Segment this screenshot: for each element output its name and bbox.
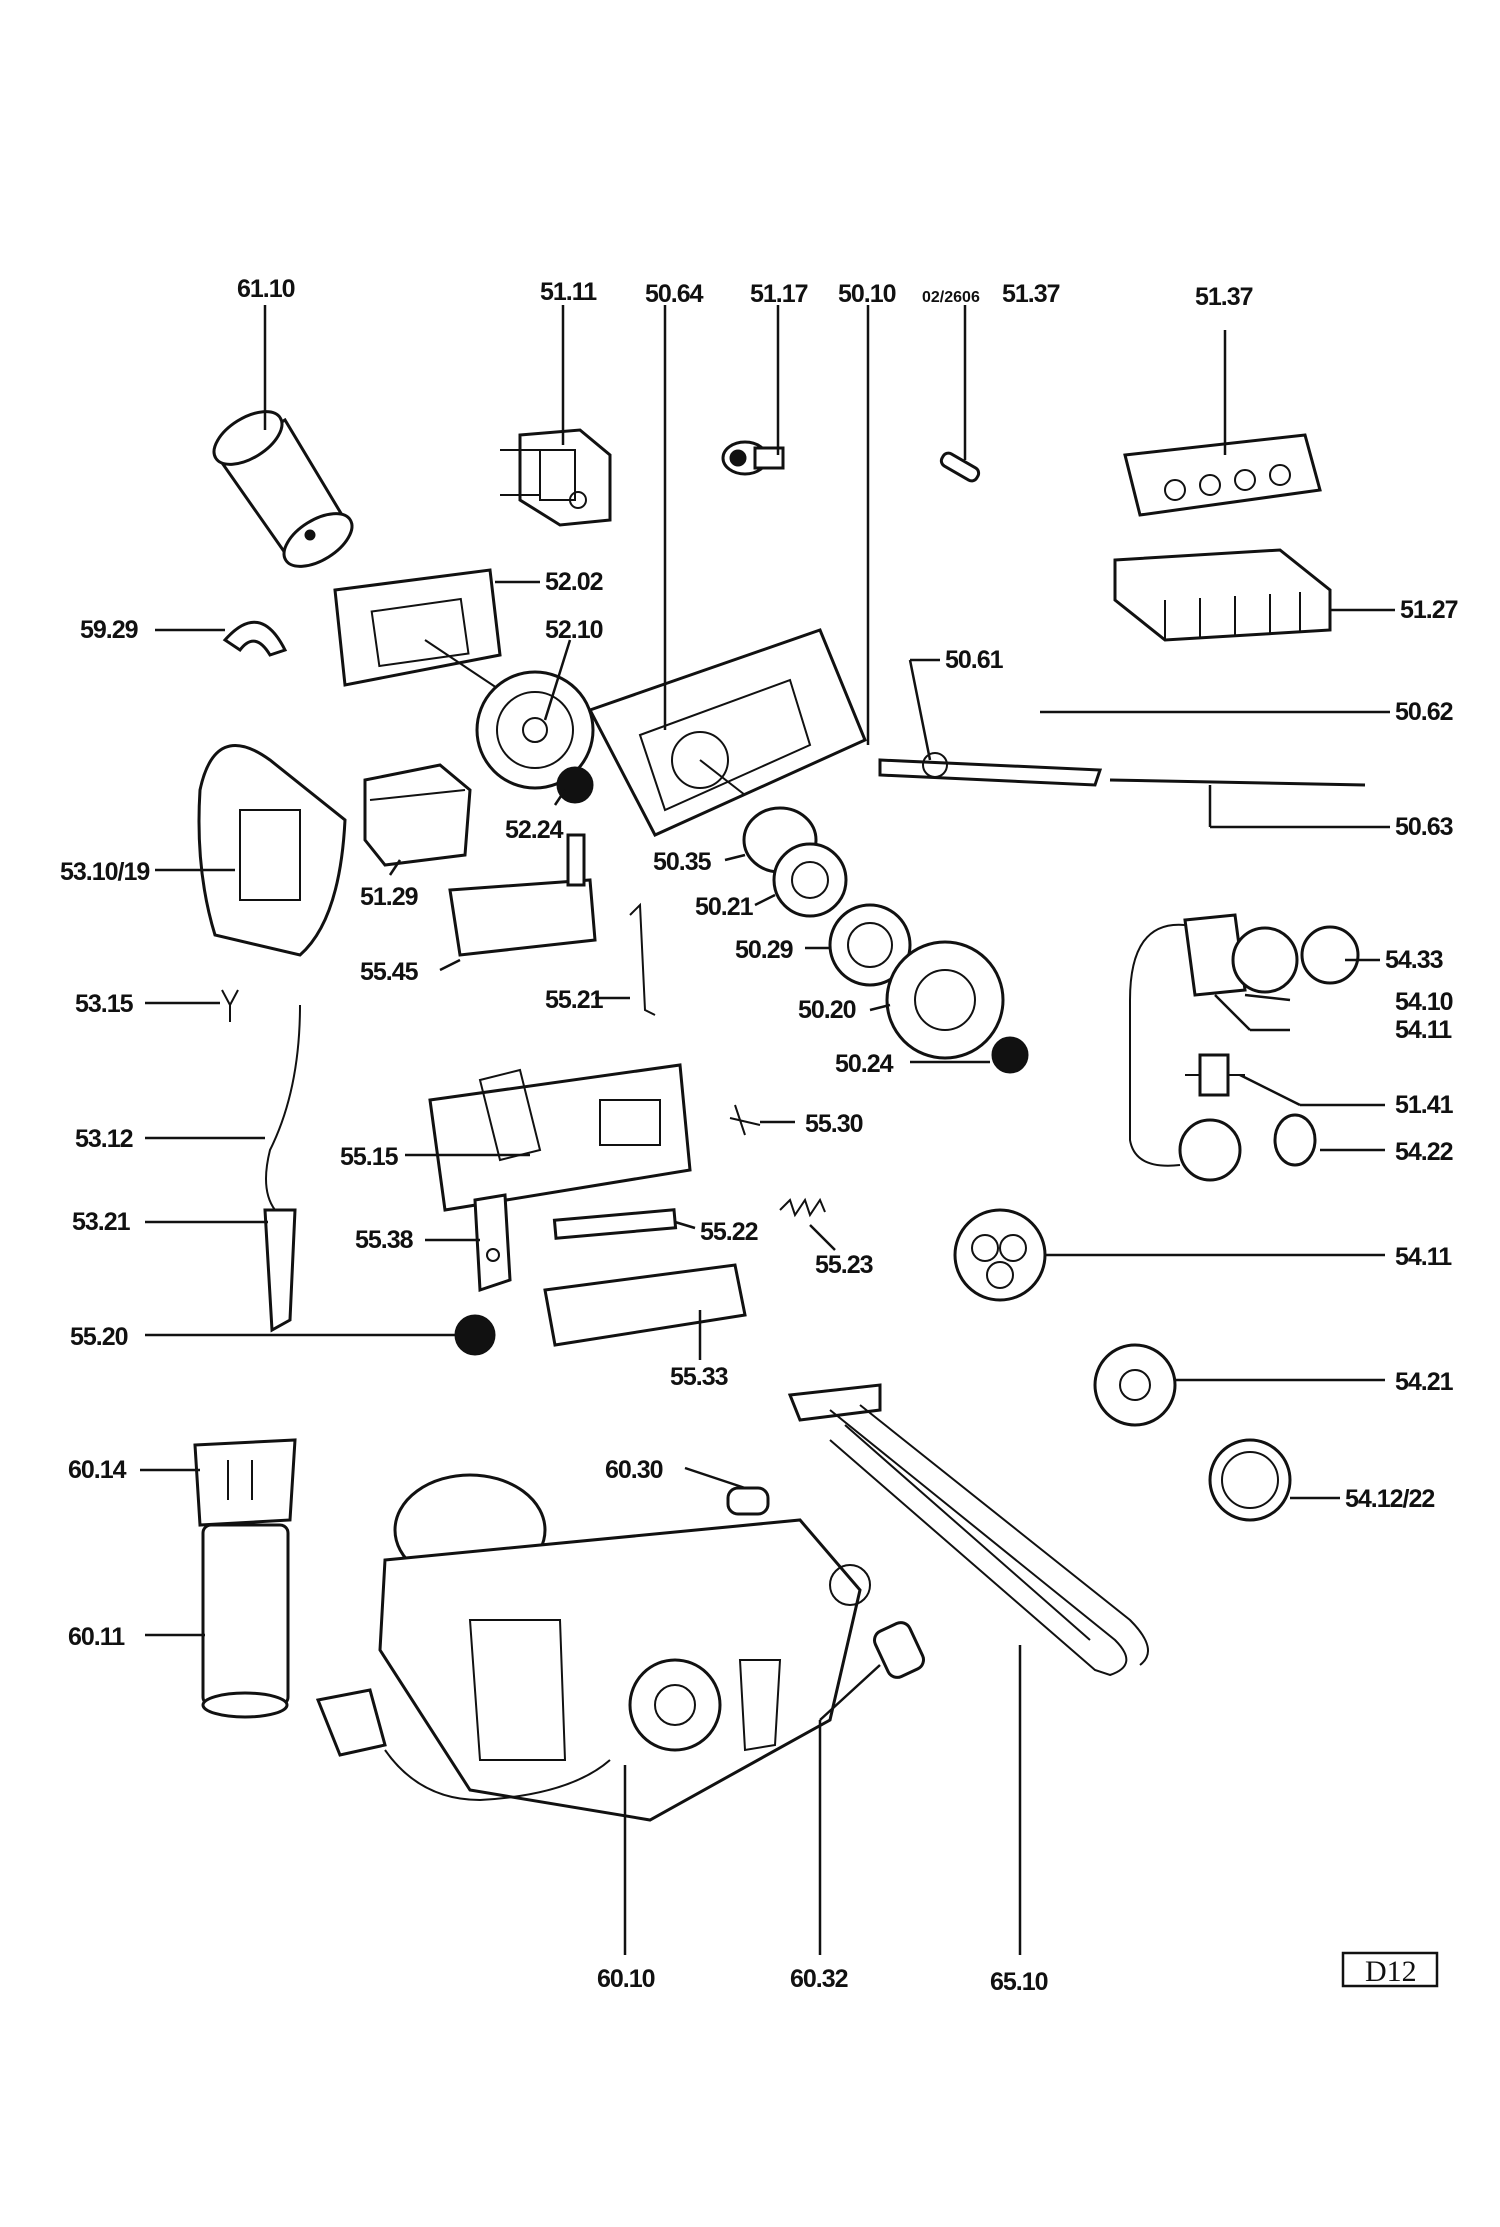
part-50-21-gear — [772, 842, 848, 918]
label-51-37-strip: 51.37 — [1195, 283, 1253, 311]
part-55-38-plate — [473, 1193, 512, 1293]
label-60-30: 60.30 — [605, 1456, 663, 1484]
part-60-32-bushing — [873, 1621, 925, 1679]
label-02-2606: 02/2606 — [922, 289, 980, 306]
part-54-22-ring — [1178, 1113, 1317, 1182]
label-53-15: 53.15 — [75, 990, 134, 1018]
label-53-21: 53.21 — [72, 1208, 131, 1236]
part-52-02-timer-plate — [333, 568, 502, 691]
part-55-45-microswitch — [448, 833, 597, 957]
part-51-27-terminal-block — [1113, 548, 1332, 642]
label-60-14: 60.14 — [68, 1456, 127, 1484]
label-60-32: 60.32 — [790, 1965, 848, 1993]
part-51-29-relay — [363, 763, 472, 867]
part-53-12-hose — [265, 1004, 301, 1211]
part-54-21-knob — [1093, 1343, 1177, 1427]
label-50-10: 50.10 — [838, 280, 896, 308]
part-51-41-plug — [1185, 1053, 1245, 1097]
label-54-21: 54.21 — [1395, 1368, 1454, 1396]
label-55-30: 55.30 — [805, 1110, 863, 1138]
label-51-17: 51.17 — [750, 280, 808, 308]
label-51-11: 51.11 — [540, 278, 597, 306]
part-60-11-cylinder — [201, 1523, 290, 1719]
label-51-27: 51.27 — [1400, 596, 1458, 624]
part-54-11-heater-knob — [953, 1208, 1047, 1302]
label-53-10-19: 53.10/19 — [60, 858, 149, 886]
label-51-29: 51.29 — [360, 883, 418, 911]
part-55-15-door-lock — [428, 1063, 692, 1212]
part-50-29-disc — [828, 903, 912, 987]
label-51-41: 51.41 — [1395, 1091, 1454, 1119]
part-55-33-slider — [543, 1263, 747, 1347]
label-55-20: 55.20 — [70, 1323, 128, 1351]
label-59-29: 59.29 — [80, 616, 138, 644]
label-55-21: 55.21 — [545, 986, 604, 1014]
label-50-29: 50.29 — [735, 936, 793, 964]
label-65-10: 65.10 — [990, 1968, 1048, 1996]
label-54-10: 54.10 — [1395, 988, 1453, 1016]
label-52-02: 52.02 — [545, 568, 603, 596]
label-50-21: 50.21 — [695, 893, 754, 921]
label-54-22: 54.22 — [1395, 1138, 1453, 1166]
part-50-10-programmer-housing — [587, 628, 867, 837]
part-53-15-y-clip — [221, 989, 239, 1022]
label-54-11-bottom: 54.11 — [1395, 1243, 1452, 1271]
leader-lines — [140, 305, 1395, 1955]
part-60-14-capacitor — [193, 1438, 297, 1527]
page-code: D12 — [1365, 1955, 1417, 1988]
label-60-10: 60.10 — [597, 1965, 655, 1993]
part-55-20-gear — [454, 1314, 496, 1356]
label-55-15: 55.15 — [340, 1143, 399, 1171]
part-labels: 61.10 51.11 50.64 51.17 50.10 02/2606 51… — [60, 275, 1459, 1996]
part-51-17-lamp — [721, 440, 785, 476]
page-code-box: D12 — [1341, 1951, 1439, 1988]
label-55-45: 55.45 — [360, 958, 419, 986]
label-52-10: 52.10 — [545, 616, 603, 644]
part-51-37-pin — [939, 451, 981, 483]
part-65-10-heating-element — [787, 1383, 1149, 1677]
part-52-10-knob — [475, 670, 595, 790]
part-55-30-pin — [729, 1104, 761, 1136]
part-52-24-cap — [556, 766, 594, 804]
label-55-22: 55.22 — [700, 1218, 758, 1246]
label-50-64: 50.64 — [645, 280, 704, 308]
part-54-12-ring — [1208, 1438, 1292, 1522]
label-61-10: 61.10 — [237, 275, 295, 303]
label-60-11: 60.11 — [68, 1623, 125, 1651]
label-54-11-top: 54.11 — [1395, 1016, 1452, 1044]
part-61-10-capacitor — [212, 410, 354, 568]
label-55-38: 55.38 — [355, 1226, 414, 1254]
label-50-62: 50.62 — [1395, 698, 1453, 726]
label-55-33: 55.33 — [670, 1363, 728, 1391]
label-54-33: 54.33 — [1385, 946, 1443, 974]
label-50-20: 50.20 — [798, 996, 856, 1024]
part-51-37-strip — [1123, 433, 1322, 517]
part-50-24-cap — [991, 1036, 1029, 1074]
part-59-29-clip — [222, 620, 288, 657]
part-55-21-rod — [629, 902, 656, 1016]
label-50-61: 50.61 — [945, 646, 1004, 674]
part-53-21-sensor — [263, 1208, 297, 1333]
part-54-10-thermostat — [1129, 913, 1360, 1167]
part-53-10-pressure-switch — [197, 743, 347, 957]
part-55-22-bar — [552, 1208, 678, 1240]
label-50-63: 50.63 — [1395, 813, 1453, 841]
part-60-30-shaft — [726, 1486, 770, 1516]
label-50-35: 50.35 — [653, 848, 712, 876]
part-51-11-bracket — [500, 428, 612, 527]
part-motor-connector — [315, 1688, 611, 1802]
label-53-12: 53.12 — [75, 1125, 133, 1153]
part-50-20-knob — [885, 940, 1005, 1060]
part-60-10-motor — [378, 1473, 871, 1822]
label-55-23: 55.23 — [815, 1251, 873, 1279]
part-55-23-spring — [779, 1197, 826, 1218]
label-52-24: 52.24 — [505, 816, 564, 844]
label-54-12-22: 54.12/22 — [1345, 1485, 1434, 1513]
label-51-37-pin: 51.37 — [1002, 280, 1060, 308]
label-50-24: 50.24 — [835, 1050, 894, 1078]
part-50-61-50-62-lever — [878, 752, 1366, 787]
